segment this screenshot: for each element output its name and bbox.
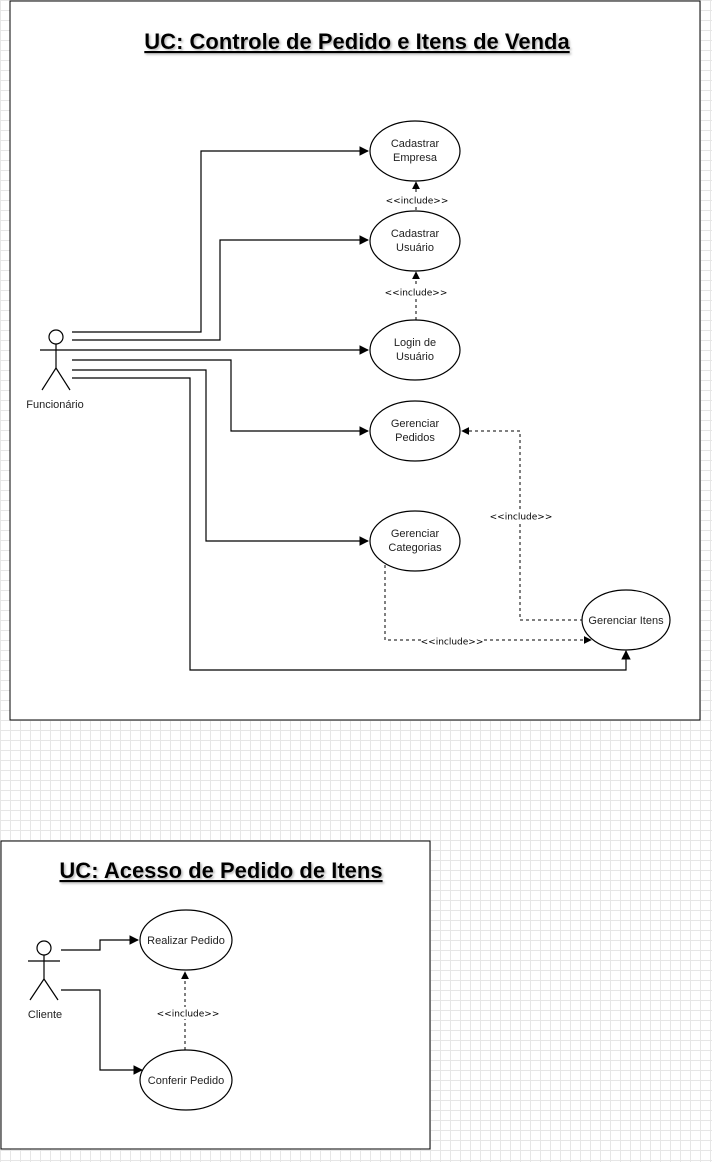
usecase-gerenciar-pedidos[interactable]: Gerenciar Pedidos: [369, 400, 461, 462]
usecase-cadastrar-empresa[interactable]: Cadastrar Empresa: [369, 120, 461, 182]
usecase-cadastrar-usuario-line2: Usuário: [396, 242, 434, 254]
usecase-cadastrar-usuario[interactable]: Cadastrar Usuário: [369, 210, 461, 272]
usecase-login-usuario-line1: Login de: [394, 337, 436, 349]
actor-funcionario-icon[interactable]: [40, 329, 72, 391]
include-label-2: <<include>>: [385, 289, 448, 299]
edge-to-gerenciar-categorias: [72, 369, 369, 546]
include-categorias-itens: [384, 565, 592, 644]
diagram1-title: UC: Controle de Pedido e Itens de Venda: [144, 29, 570, 54]
usecase-gerenciar-itens[interactable]: Gerenciar Itens: [581, 589, 671, 651]
include-label-bg-5: [157, 1007, 219, 1019]
usecase-gerenciar-categorias[interactable]: Gerenciar Categorias: [369, 510, 461, 572]
actor-funcionario-label: Funcionário: [26, 399, 83, 411]
include-label-bg-4: [421, 635, 483, 647]
include-label-4: <<include>>: [421, 638, 484, 648]
include-label-bg-2: [386, 286, 446, 298]
usecase-gerenciar-categorias-line1: Gerenciar: [391, 528, 440, 540]
usecase-gerenciar-itens-label: Gerenciar Itens: [588, 615, 664, 627]
actor-cliente-icon[interactable]: [28, 940, 60, 1001]
usecase-conferir-pedido[interactable]: Conferir Pedido: [139, 1049, 233, 1111]
include-label-bg-1: [387, 194, 447, 206]
edge-to-gerenciar-itens: [72, 377, 631, 671]
edge-to-gerenciar-pedidos: [72, 359, 369, 436]
usecase-gerenciar-pedidos-line1: Gerenciar: [391, 418, 440, 430]
include-label-1: <<include>>: [386, 197, 449, 207]
include-label-5: <<include>>: [157, 1010, 220, 1020]
usecase-cadastrar-empresa-line2: Empresa: [393, 152, 438, 164]
include-label-3: <<include>>: [490, 513, 553, 523]
include-itens-pedidos: [461, 427, 583, 621]
edge-to-realizar-pedido: [61, 935, 139, 951]
usecase-login-usuario[interactable]: Login de Usuário: [369, 319, 461, 381]
include-label-bg-3: [490, 510, 552, 522]
usecase-conferir-pedido-label: Conferir Pedido: [148, 1075, 224, 1087]
usecase-realizar-pedido-label: Realizar Pedido: [147, 935, 225, 947]
edge-to-cadastrar-usuario: [72, 235, 369, 341]
edge-to-cadastrar-empresa: [72, 146, 369, 333]
usecase-cadastrar-empresa-line1: Cadastrar: [391, 138, 440, 150]
usecase-realizar-pedido[interactable]: Realizar Pedido: [139, 909, 233, 971]
usecase-login-usuario-line2: Usuário: [396, 351, 434, 363]
usecase-gerenciar-pedidos-line2: Pedidos: [395, 432, 435, 444]
diagram2-title: UC: Acesso de Pedido de Itens: [59, 858, 382, 883]
usecase-cadastrar-usuario-line1: Cadastrar: [391, 228, 440, 240]
actor-cliente-label: Cliente: [28, 1009, 62, 1021]
usecase-gerenciar-categorias-line2: Categorias: [388, 542, 442, 554]
edge-to-conferir-pedido: [61, 989, 143, 1075]
